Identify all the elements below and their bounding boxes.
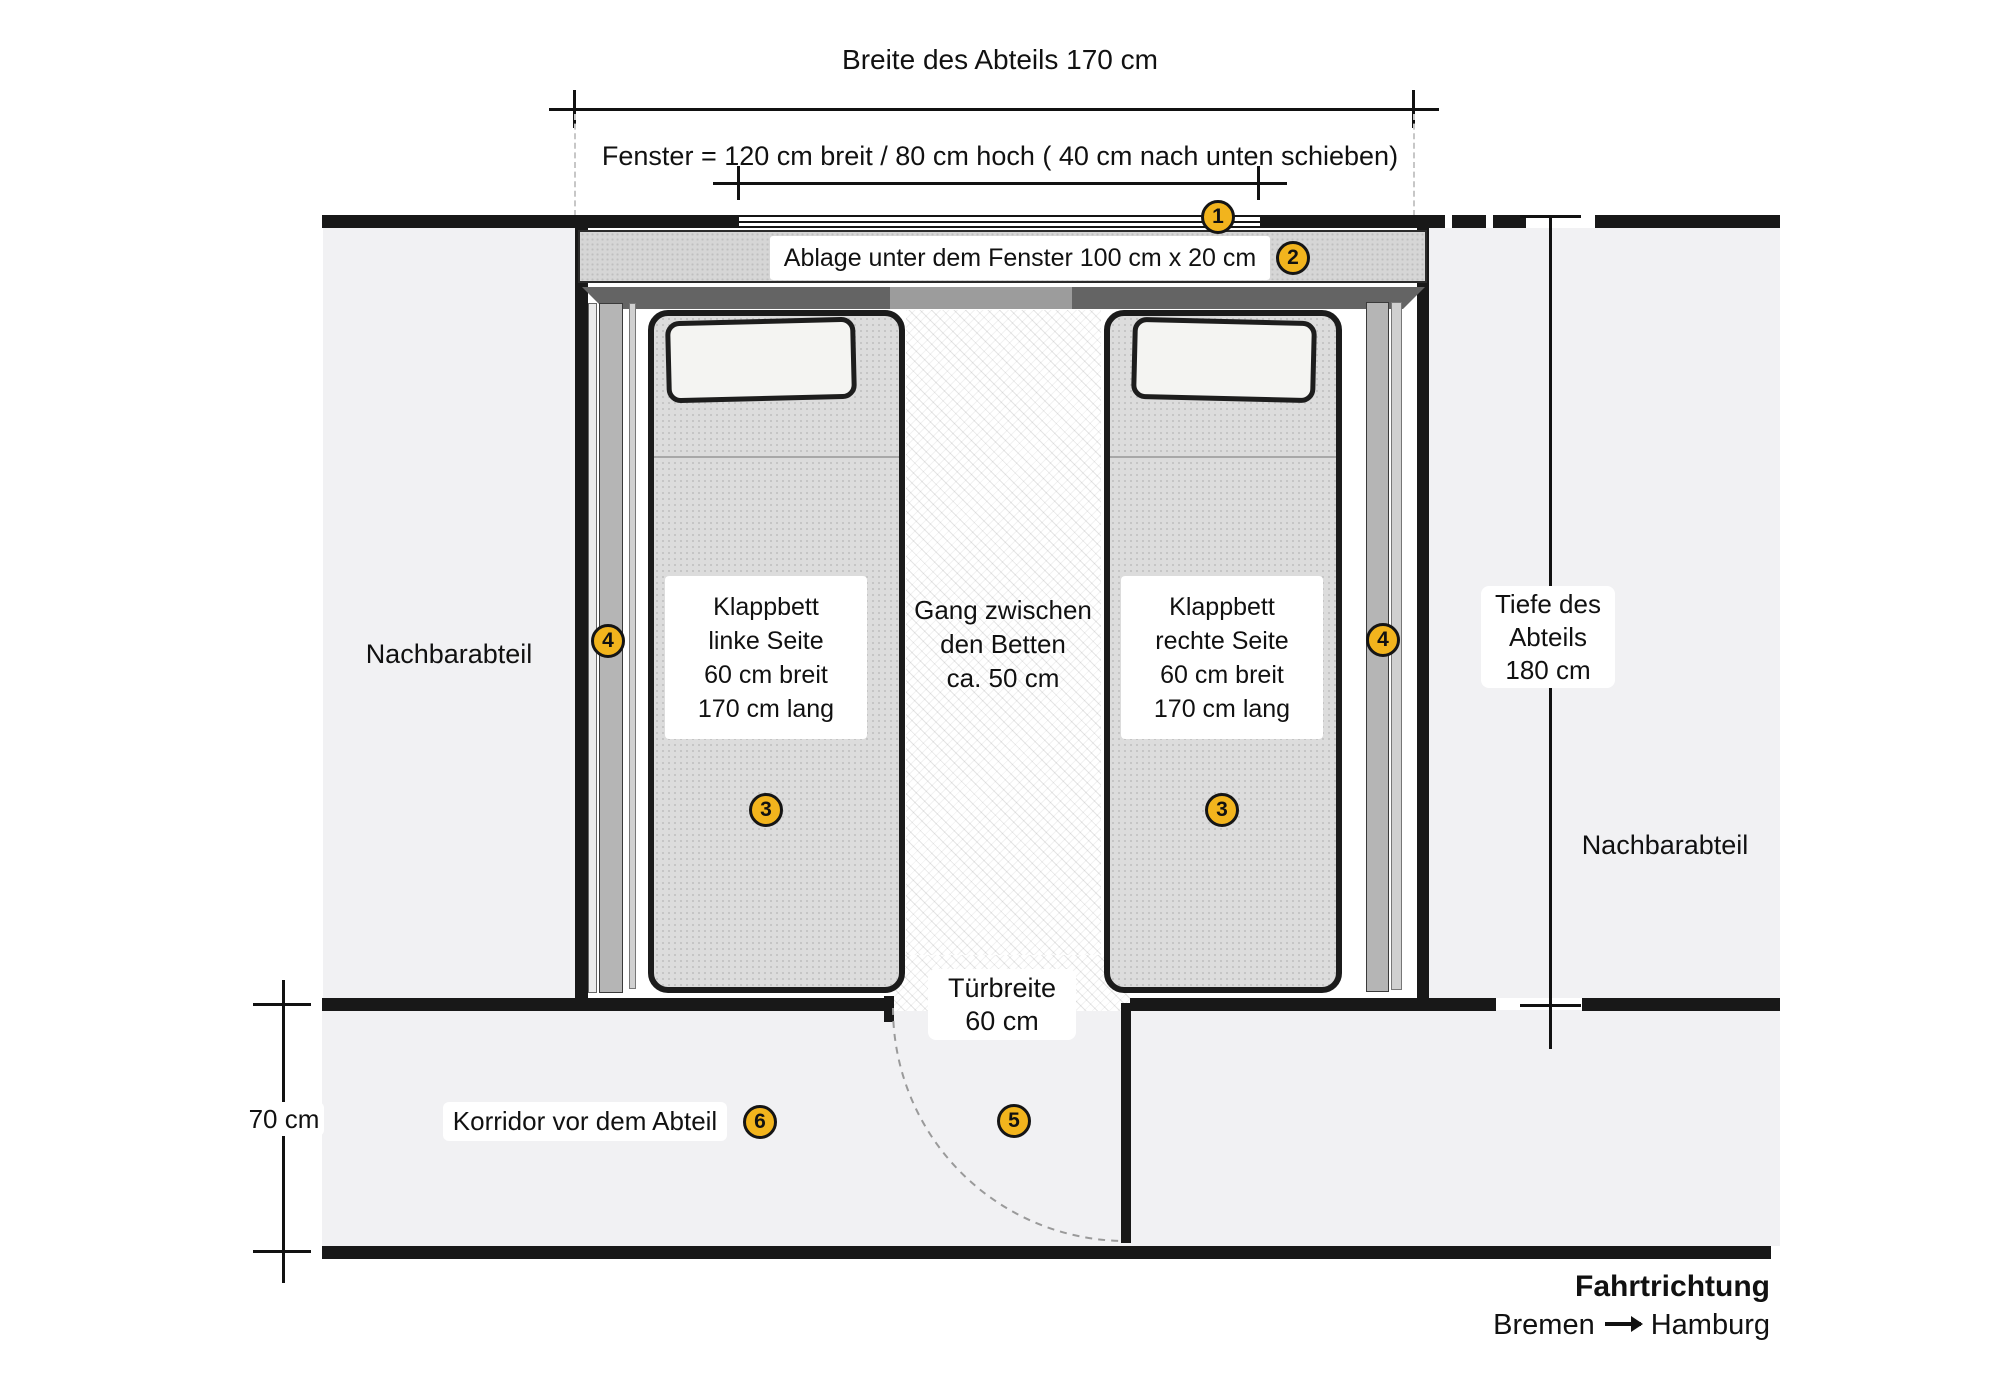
fold-table-center-section [890, 287, 1072, 309]
depth-label-line2: Abteils [1508, 621, 1588, 652]
depth-label-line3: 180 cm [1505, 654, 1591, 685]
width-dimension-line [549, 108, 1439, 111]
bottom-wall-right-segment [1130, 998, 1496, 1011]
route-to: Hamburg [1650, 1309, 1770, 1341]
door-jamb-left [884, 996, 894, 1022]
window-note: Fenster = 120 cm breit / 80 cm hoch ( 40… [601, 140, 1399, 171]
bed-right-seam [1110, 456, 1336, 458]
door-width-line1: Türbreite [947, 972, 1057, 1003]
badge-6-corridor: 6 [743, 1105, 777, 1139]
bed-right-label: Klappbett rechte Seite 60 cm breit 170 c… [1121, 576, 1323, 739]
depth-dimension-tick-bottom [1520, 1004, 1581, 1007]
corridor-label: Korridor vor dem Abteil [443, 1102, 727, 1141]
travel-direction-title: Fahrtrichtung [1575, 1270, 1770, 1303]
depth-label-line1: Tiefe des [1495, 588, 1601, 619]
window-dimension-line [713, 182, 1287, 185]
shelf-label: Ablage unter dem Fenster 100 cm x 20 cm [770, 236, 1270, 280]
bottom-wall-far-right-segment [1582, 998, 1780, 1011]
extension-line-right [1413, 114, 1415, 216]
travel-direction-block: Fahrtrichtung Bremen Hamburg [1200, 1268, 1770, 1344]
extension-line-left [574, 114, 576, 216]
pillow-left [665, 316, 857, 404]
travel-route: Bremen Hamburg [1200, 1306, 1770, 1344]
route-from: Bremen [1493, 1309, 1595, 1341]
neighbor-left-label: Nachbarabteil [365, 638, 533, 669]
badge-4-panel-right: 4 [1366, 623, 1400, 657]
bed-left-label-line1: Klappbett [713, 592, 819, 621]
top-wall-left-segment [322, 215, 740, 228]
corridor-dimension-tick-top [253, 1003, 311, 1006]
direction-arrow-icon [1604, 1316, 1643, 1333]
width-dimension-tick-right [1412, 90, 1415, 128]
pillow-right [1131, 316, 1317, 404]
depth-dimension-tick-top [1520, 215, 1581, 218]
compartment-wall-right [1417, 215, 1429, 1010]
width-dimension-tick-left [573, 90, 576, 128]
badge-3-bed-right: 3 [1205, 793, 1239, 827]
door-swing-arc [892, 1007, 1127, 1242]
aisle-floor-hatch [906, 310, 1101, 998]
window-dimension-tick-left [737, 166, 740, 200]
badge-1-window: 1 [1201, 200, 1235, 234]
window-glazing [739, 215, 1260, 228]
bed-right-label-line2: rechte Seite [1155, 626, 1289, 655]
depth-label: Tiefe des Abteils 180 cm [1481, 586, 1615, 688]
corridor-dimension-tick-bottom [253, 1250, 311, 1253]
top-wall-dash-1 [1452, 215, 1486, 228]
aisle-label-line3: ca. 50 cm [946, 663, 1060, 693]
neighbor-right-label: Nachbarabteil [1581, 829, 1749, 860]
bottom-wall-left-segment [322, 998, 893, 1011]
fold-table-band [582, 287, 1425, 309]
top-wall-right-segment [1258, 215, 1445, 228]
badge-4-panel-left: 4 [591, 624, 625, 658]
bed-left-label-line3: 60 cm breit [704, 660, 828, 689]
corridor-width-label: 70 cm [244, 1102, 324, 1136]
badge-5-door: 5 [997, 1104, 1031, 1138]
top-wall-dash-2 [1493, 215, 1526, 228]
bed-right-label-line4: 170 cm lang [1153, 694, 1291, 723]
bed-left-label-line4: 170 cm lang [697, 694, 835, 723]
bed-right-label-line3: 60 cm breit [1160, 660, 1284, 689]
door-width-line2: 60 cm [965, 1005, 1039, 1036]
badge-2-shelf: 2 [1276, 241, 1310, 275]
aisle-label-line2: den Betten [940, 629, 1066, 659]
aisle-label-line1: Gang zwischen [914, 595, 1092, 625]
bed-left-label: Klappbett linke Seite 60 cm breit 170 cm… [665, 576, 867, 739]
door-width-label: Türbreite 60 cm [928, 969, 1076, 1040]
corridor-outer-wall [322, 1246, 1771, 1259]
window-glazing-midline [739, 221, 1260, 223]
compartment-wall-left [575, 215, 588, 1010]
bed-left-label-line2: linke Seite [708, 626, 824, 655]
aisle-label: Gang zwischen den Betten ca. 50 cm [903, 590, 1103, 698]
compartment-width-title: Breite des Abteils 170 cm [842, 44, 1158, 75]
bed-left-seam [654, 456, 899, 458]
badge-3-bed-left: 3 [749, 793, 783, 827]
door-panel-left-c [629, 303, 636, 989]
neighbor-area-left [323, 228, 575, 998]
bed-right-label-line1: Klappbett [1169, 592, 1275, 621]
top-wall-far-right-segment [1595, 215, 1780, 228]
window-dimension-tick-right [1257, 166, 1260, 200]
door-leaf-open [1121, 1003, 1131, 1243]
